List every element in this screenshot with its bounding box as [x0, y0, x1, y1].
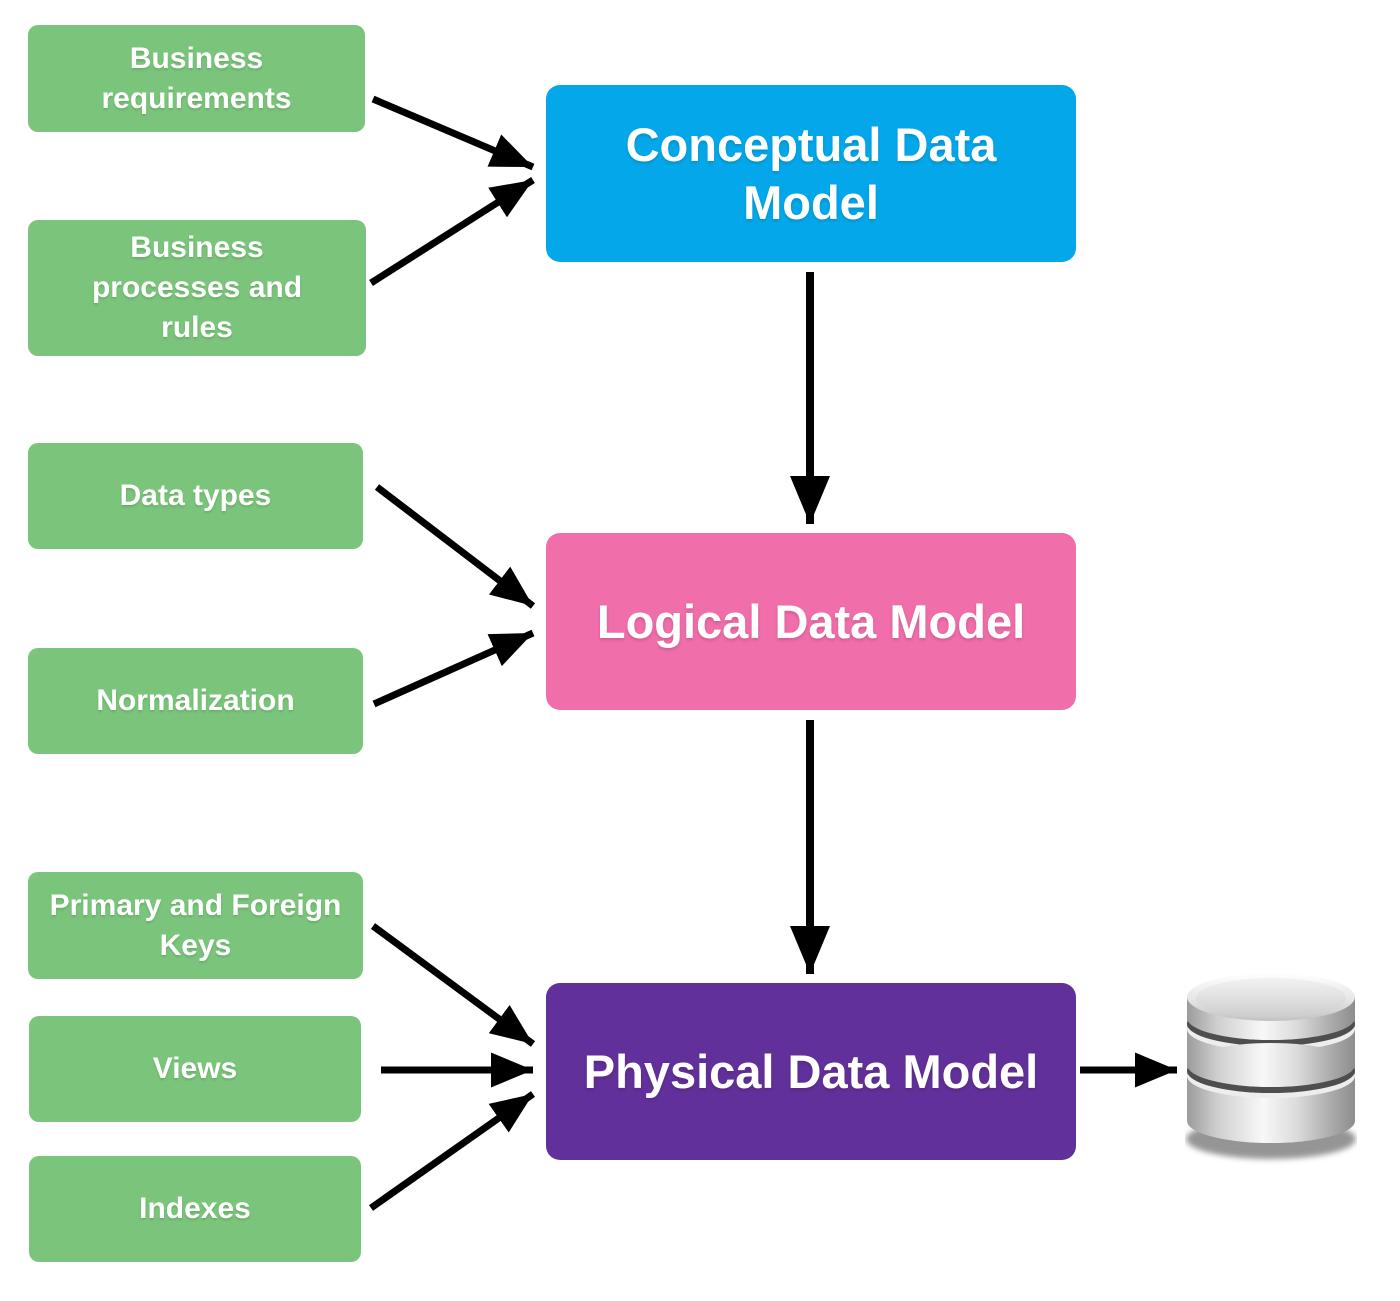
- input-box-indexes: Indexes: [29, 1156, 361, 1262]
- stage-label-conceptual-data-model: Conceptual Data Model: [625, 118, 997, 229]
- input-box-data-types: Data types: [28, 443, 363, 549]
- input-label-normalization: Normalization: [96, 684, 295, 718]
- input-label-primary-and-foreign-keys: Primary and Foreign Keys: [49, 888, 342, 962]
- input-box-normalization: Normalization: [28, 648, 363, 754]
- input-box-business-processes-and-rules: Business processes and rules: [28, 220, 366, 356]
- input-label-indexes: Indexes: [139, 1192, 251, 1226]
- input-box-business-requirements: Business requirements: [28, 25, 365, 132]
- input-box-primary-and-foreign-keys: Primary and Foreign Keys: [28, 872, 363, 979]
- arrow-data-types-to-logical: [374, 484, 536, 609]
- input-label-data-types: Data types: [119, 479, 272, 513]
- arrow-primary-foreign-keys-to-physical: [370, 923, 536, 1047]
- arrow-indexes-to-physical: [368, 1091, 536, 1211]
- database-cylinder-icon: [1186, 973, 1356, 1159]
- stage-box-conceptual-data-model: Conceptual Data Model: [546, 85, 1076, 262]
- input-label-business-requirements: Business requirements: [101, 41, 292, 115]
- arrow-normalization-to-logical: [372, 629, 535, 708]
- input-label-views: Views: [152, 1052, 238, 1086]
- stage-box-physical-data-model: Physical Data Model: [546, 983, 1076, 1160]
- stage-label-physical-data-model: Physical Data Model: [583, 1044, 1039, 1098]
- stage-box-logical-data-model: Logical Data Model: [546, 533, 1076, 710]
- input-box-views: Views: [29, 1016, 361, 1122]
- arrow-business-requirements-to-conceptual: [371, 95, 535, 171]
- input-label-business-processes-and-rules: Business processes and rules: [91, 231, 303, 344]
- stage-label-logical-data-model: Logical Data Model: [596, 594, 1026, 648]
- arrow-business-processes-to-conceptual: [369, 177, 535, 286]
